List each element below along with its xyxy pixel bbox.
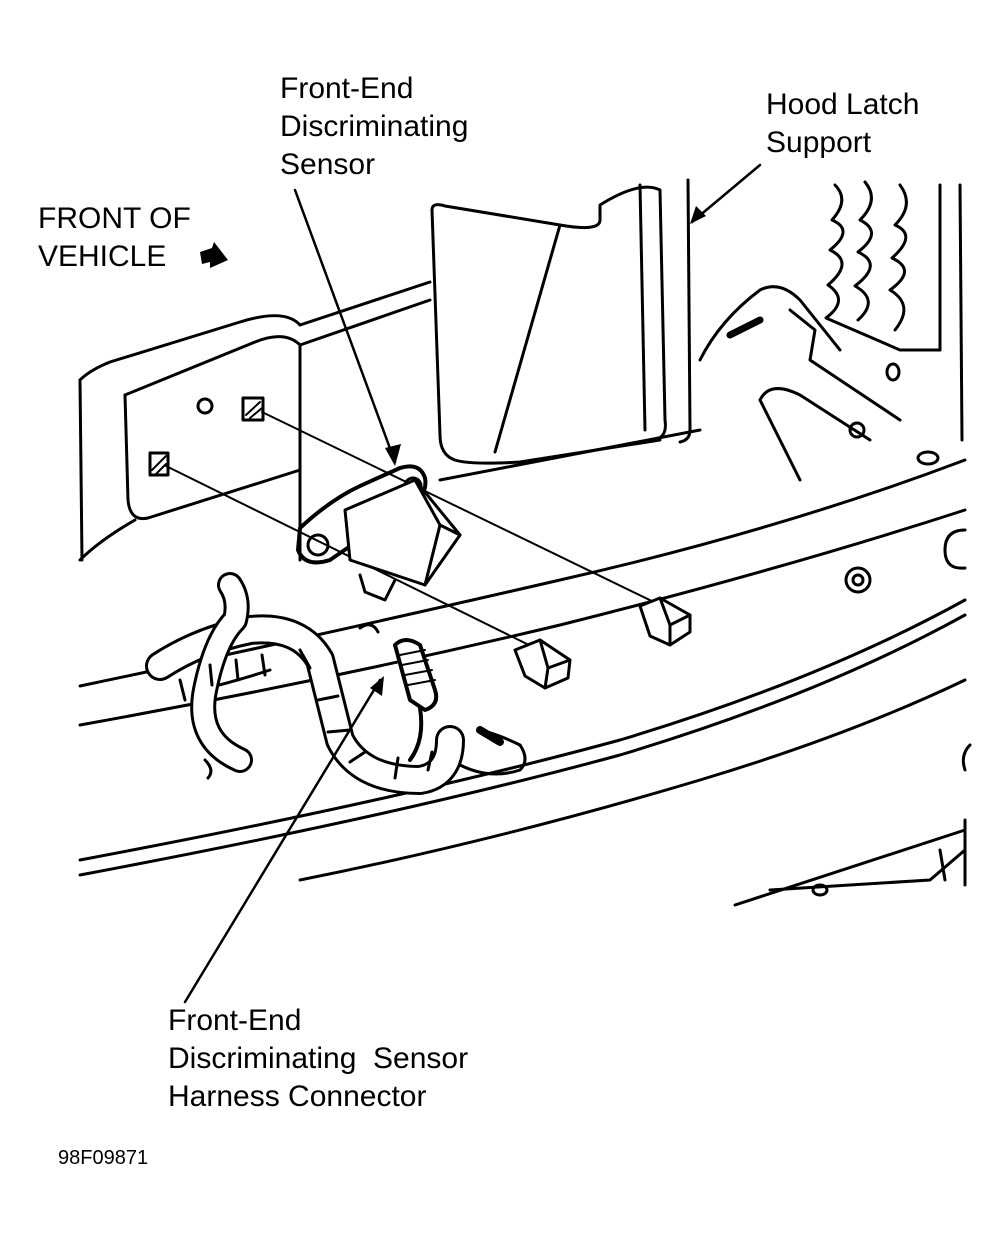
front-of-vehicle-line-2: VEHICLE [38, 240, 167, 273]
mounting-bolts [513, 596, 692, 690]
radiator-support-panel [78, 280, 432, 562]
hood-latch-mechanism [698, 180, 964, 482]
sensor-label: Front-End Discriminating Sensor [280, 70, 468, 184]
mounting-slots [148, 396, 265, 477]
wiring-harness [145, 572, 527, 795]
front-arrow-icon [200, 242, 228, 268]
front-of-vehicle-line-1: FRONT OF [38, 202, 191, 235]
harness-connector-label: Front-End Discriminating Sensor Harness … [168, 1002, 468, 1116]
leader-lines [183, 163, 762, 1004]
front-of-vehicle-label: FRONT OF VEHICLE [38, 200, 191, 276]
harness-label-line-1: Front-End [168, 1004, 302, 1037]
leader-arrowheads [370, 206, 706, 696]
sensor-label-line-3: Sensor [280, 148, 376, 181]
sensor-label-line-2: Discriminating [280, 110, 469, 143]
figure-id: 98F09871 [58, 1147, 149, 1169]
harness-label-line-3: Harness Connector [168, 1080, 427, 1113]
sensor-harness-connector [393, 638, 439, 762]
hood-latch-label-line-1: Hood Latch [766, 88, 920, 121]
hood-latch-support-label: Hood Latch Support [766, 86, 919, 162]
front-end-discriminating-sensor [296, 464, 462, 602]
hood-latch-label-line-2: Support [766, 126, 872, 159]
hood-latch-support [430, 178, 702, 482]
harness-label-line-2: Discriminating Sensor [168, 1042, 469, 1075]
sensor-label-line-1: Front-End [280, 72, 414, 105]
